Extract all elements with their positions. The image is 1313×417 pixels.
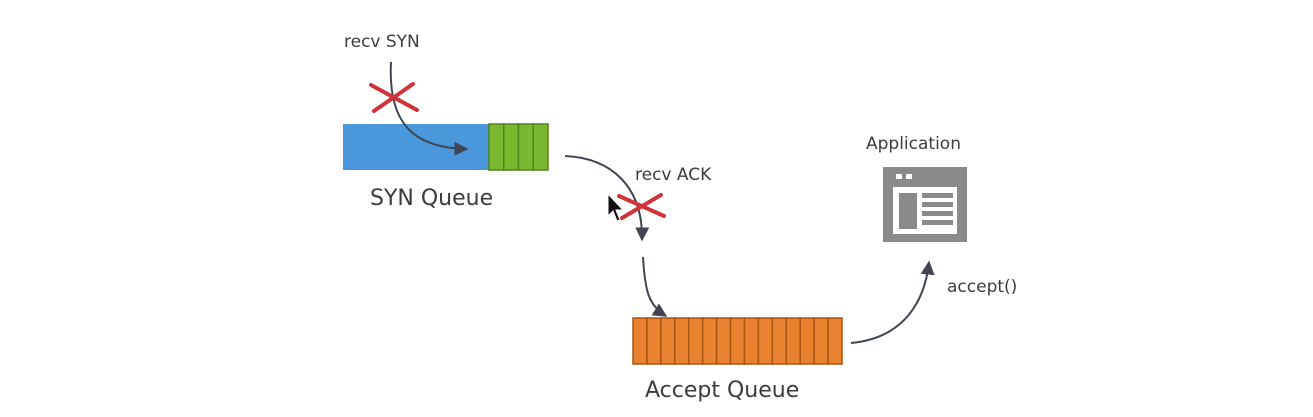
recv-syn-arrow xyxy=(389,61,469,156)
accept-queue-slot xyxy=(743,317,760,365)
x-mark-icon xyxy=(369,82,419,113)
accept-queue-slot xyxy=(785,317,801,365)
accept-to-app-arrow xyxy=(850,260,935,344)
accept-queue-slot xyxy=(687,317,704,365)
accept-queue-slot xyxy=(715,317,732,365)
syn-queue-slots xyxy=(488,123,549,171)
accept-queue-slot xyxy=(701,317,718,365)
syn-queue-slot xyxy=(532,123,549,171)
accept-queue-slot xyxy=(660,317,676,365)
accept-queue-slot xyxy=(646,317,662,365)
accept-call-label: accept() xyxy=(947,277,1017,297)
accept-queue-slot xyxy=(729,317,746,365)
syn-queue-slot xyxy=(517,123,534,171)
mouse-pointer-icon xyxy=(607,192,625,222)
accept-queue-slot xyxy=(757,317,774,365)
accept-queue-slot xyxy=(799,317,815,365)
syn-to-ack-arrow xyxy=(564,155,650,242)
syn-queue-slot xyxy=(503,123,520,171)
recv-ack-label: recv ACK xyxy=(635,165,712,185)
recv-syn-label: recv SYN xyxy=(344,32,420,52)
accept-queue-label: Accept Queue xyxy=(645,378,799,403)
syn-queue-label: SYN Queue xyxy=(370,186,493,211)
accept-queue-slot xyxy=(827,317,843,365)
syn-queue-free-space xyxy=(343,124,489,170)
accept-queue-slot xyxy=(674,317,690,365)
accept-queue-slots xyxy=(632,317,843,365)
accept-queue-slot xyxy=(771,317,788,365)
application-window-icon xyxy=(883,167,967,242)
syn-queue-slot xyxy=(488,123,505,171)
x-mark-icon xyxy=(617,193,666,220)
application-label: Application xyxy=(866,134,961,154)
accept-queue-slot xyxy=(632,317,648,365)
ack-to-accept-arrow xyxy=(642,256,668,317)
accept-queue-slot xyxy=(813,317,829,365)
